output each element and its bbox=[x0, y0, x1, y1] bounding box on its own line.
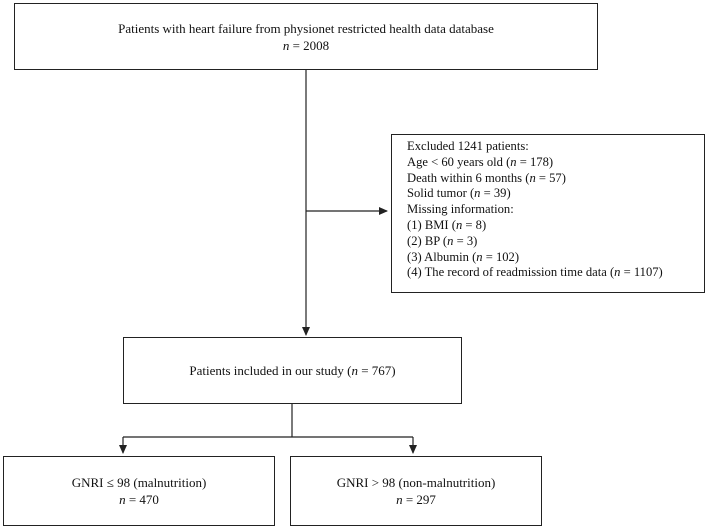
exclusion-item: Age < 60 years old (n = 178) bbox=[407, 154, 554, 169]
exclusion-box: Excluded 1241 patients: Age < 60 years o… bbox=[391, 134, 705, 293]
included-patients-box: Patients included in our study (n = 767) bbox=[123, 337, 462, 404]
non-malnutrition-group-box: GNRI > 98 (non-malnutrition) n = 297 bbox=[290, 456, 542, 526]
exclusion-item: (2) BP (n = 3) bbox=[407, 233, 478, 248]
exclusion-item: (1) BMI (n = 8) bbox=[407, 217, 487, 232]
n-symbol: n bbox=[282, 37, 290, 53]
source-count-value: = 2008 bbox=[289, 37, 330, 53]
non-malnutrition-title: GNRI > 98 (non-malnutrition) bbox=[336, 475, 496, 490]
source-count: n = 2008 bbox=[283, 37, 329, 54]
exclusion-item: (3) Albumin (n = 102) bbox=[407, 249, 520, 264]
malnutrition-group-box: GNRI ≤ 98 (malnutrition) n = 470 bbox=[3, 456, 275, 526]
non-malnutrition-count: n = 297 bbox=[396, 492, 436, 507]
exclusion-item: Missing information: bbox=[407, 202, 514, 217]
source-population-box: Patients with heart failure from physion… bbox=[14, 3, 598, 70]
exclusion-item: Death within 6 months (n = 57) bbox=[407, 170, 566, 185]
included-label: Patients included in our study (n = 767) bbox=[189, 363, 396, 378]
source-title: Patients with heart failure from physion… bbox=[118, 20, 494, 36]
exclusion-item: Solid tumor (n = 39) bbox=[407, 186, 511, 201]
exclusion-title: Excluded 1241 patients: bbox=[407, 139, 529, 153]
exclusion-item: (4) The record of readmission time data … bbox=[407, 265, 663, 280]
malnutrition-count: n = 470 bbox=[119, 492, 159, 507]
malnutrition-title: GNRI ≤ 98 (malnutrition) bbox=[71, 475, 207, 490]
